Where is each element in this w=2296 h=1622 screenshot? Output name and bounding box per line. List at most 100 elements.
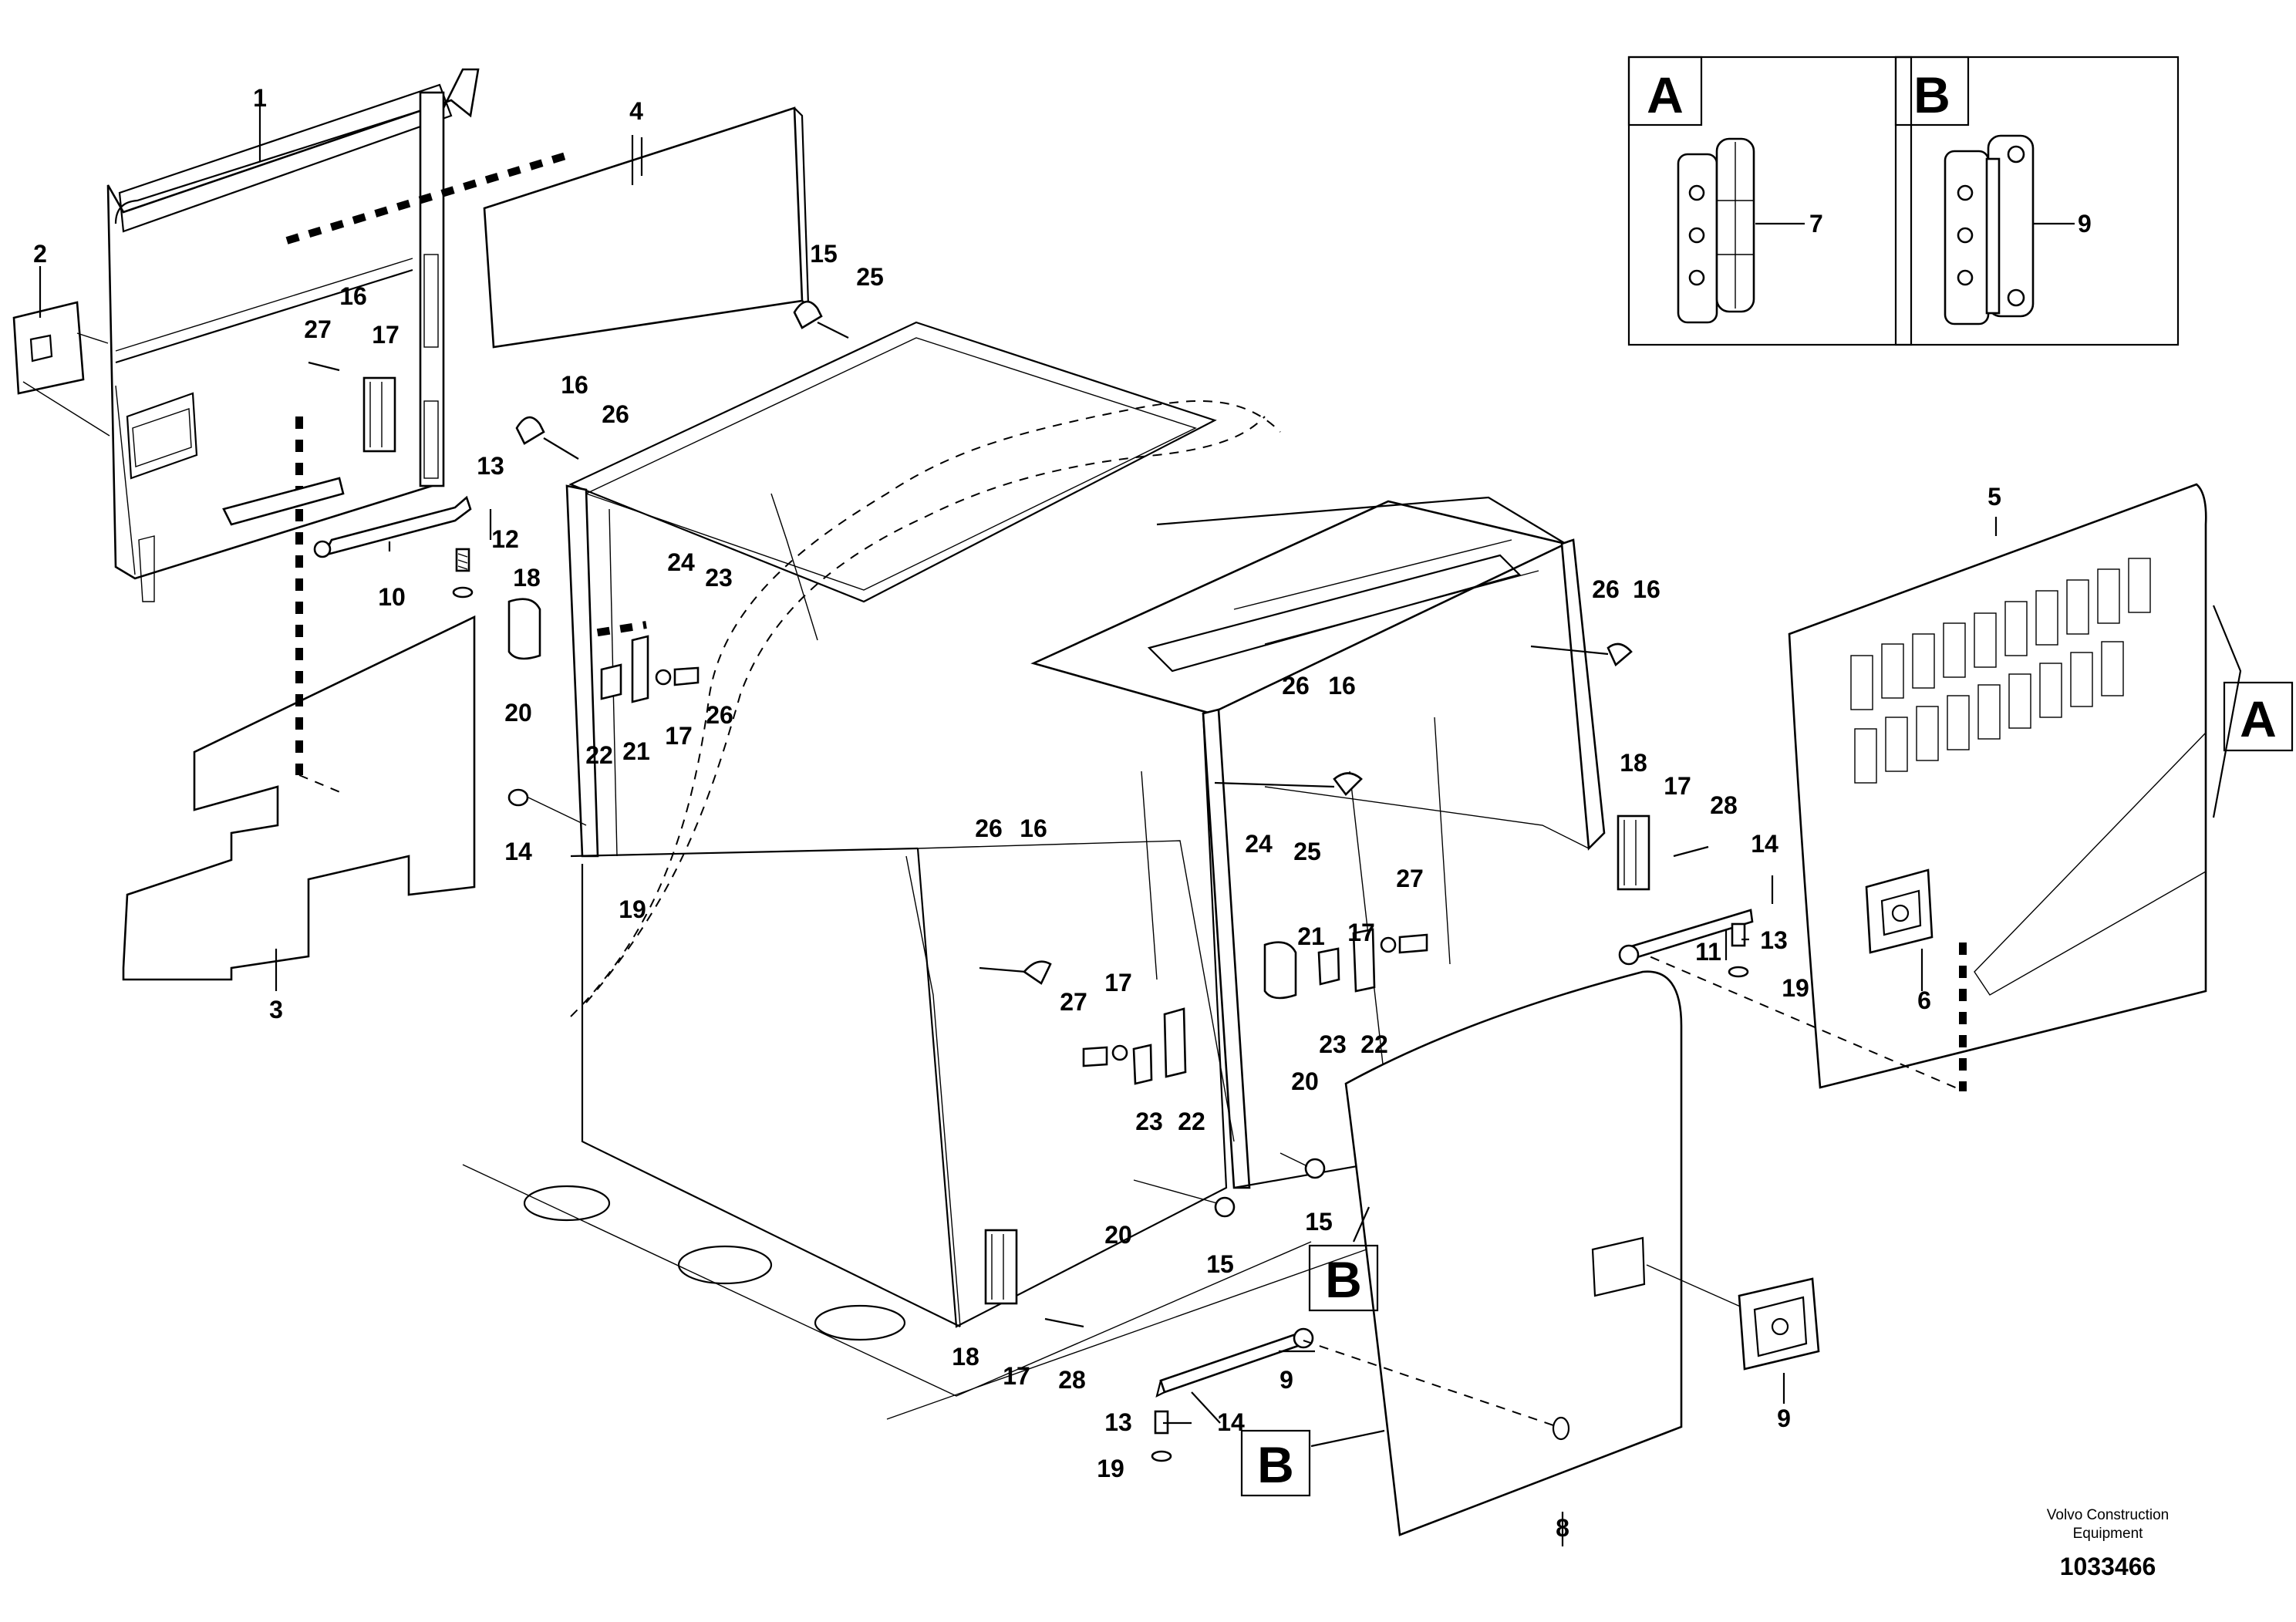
callout-18-bottom: 18: [952, 1343, 979, 1371]
spring-part-13-right: [1731, 922, 1746, 947]
handle-part-11: [222, 477, 472, 558]
callout-11: 10: [378, 583, 406, 611]
callout-27-left: 26: [706, 701, 733, 729]
callout-9-lock: 9: [1777, 1404, 1791, 1432]
side-panel-part-5: [1788, 483, 2207, 1089]
dash-lock-9: [1646, 1264, 1752, 1312]
footer: Volvo Construction Equipment 1033466: [2047, 1507, 2169, 1580]
callout-24-left: 23: [705, 564, 733, 592]
louvres-part-5: [1850, 558, 2151, 784]
callout-20-bottom: 20: [1104, 1221, 1132, 1249]
callout-26-mid: 26: [1282, 672, 1310, 700]
callout-14-left: 13: [477, 452, 504, 480]
callout-7: 7: [1809, 210, 1823, 238]
drawing-number: 1033466: [2060, 1553, 2156, 1580]
callout-16-mid: 16: [1328, 672, 1356, 700]
callout-12: 11: [1695, 938, 1721, 966]
callout-16-front: 16: [1020, 814, 1047, 842]
callout-20-mid: 20: [1291, 1067, 1319, 1095]
lock-part-9: [1738, 1277, 1820, 1371]
callout-17-bottom: 17: [1003, 1362, 1030, 1390]
lock-plate-part-2: [12, 266, 110, 437]
callout-13-right: 13: [1760, 926, 1788, 954]
callout-28-bottom: 28: [1058, 1366, 1086, 1394]
callout-26-front: 26: [975, 814, 1003, 842]
callout-27-front: 27: [1060, 988, 1087, 1016]
callout-15-mid: 15: [1206, 1250, 1234, 1278]
callout-25-left: 24: [667, 548, 695, 576]
detail-box-b: B 9: [1894, 56, 2180, 346]
callout-17-right: 17: [1664, 772, 1691, 800]
callout-28-right: 28: [1710, 791, 1738, 819]
handle-part-9: [1155, 1327, 1314, 1398]
callout-25-right: 25: [1293, 838, 1321, 865]
callout-8: 8: [1556, 1514, 1569, 1542]
callout-21-right: 21: [1297, 922, 1325, 950]
arrow-b-upper-letter: B: [1325, 1251, 1362, 1308]
callout-5: 5: [1988, 483, 2001, 511]
hardware-small-parts: [308, 300, 1709, 1328]
callout-24-right: 24: [1245, 830, 1273, 858]
detail-box-a: A 7: [1627, 56, 1913, 346]
company-name-line1: Volvo Construction: [2047, 1507, 2169, 1523]
dashed-outline: [570, 400, 1281, 1017]
callout-6: 6: [1917, 986, 1931, 1014]
callout-22-right: 22: [1360, 1030, 1388, 1058]
arrow-b-lower-letter: B: [1257, 1436, 1294, 1493]
callout-15-right: 15: [1305, 1208, 1333, 1236]
callout-18-door: 17: [372, 321, 400, 349]
callout-18-right: 18: [1620, 749, 1647, 777]
assembly-dash-right: [1634, 949, 1960, 1090]
washer-part-19-front: [1151, 1450, 1172, 1462]
callout-16-left: 16: [561, 371, 588, 399]
dash-handle-9: [1303, 1340, 1559, 1428]
hinge-b-drawing: [1944, 134, 2035, 325]
detail-box-a-letter: A: [1647, 66, 1684, 123]
callout-16-right: 16: [1633, 575, 1660, 603]
callout-23-right: 23: [1319, 1030, 1347, 1058]
callout-26-left: 26: [602, 400, 629, 428]
callout-19-left: 18: [513, 564, 541, 592]
callout-4: 4: [629, 97, 643, 125]
spring-part-13-left: [455, 548, 470, 572]
callout-27-mid: 27: [1396, 865, 1424, 892]
callout-1: 1: [253, 84, 267, 112]
callout-28-door: 27: [304, 315, 332, 343]
callout-13-front: 13: [1104, 1408, 1132, 1436]
dashed-outline-2: [585, 416, 1266, 1003]
panel-part-4: [483, 106, 810, 349]
leader-lines: [258, 104, 1998, 1546]
callout-23-front: 23: [1135, 1108, 1163, 1135]
detail-box-b-letter: B: [1913, 66, 1950, 123]
callout-19-right: 19: [1782, 974, 1809, 1002]
callout-16-top: 15: [810, 240, 838, 268]
callout-9-handle: 9: [1279, 1366, 1293, 1394]
handle-part-12: [1618, 909, 1754, 966]
callout-22-front: 22: [1178, 1108, 1205, 1135]
washer-part-19-right: [1728, 966, 1749, 978]
callout-26-right: 26: [1592, 575, 1620, 603]
lock-part-6: [1865, 868, 1934, 954]
callout-17-door: 16: [339, 282, 367, 310]
callout-10: 9: [2078, 210, 2092, 238]
callout-14-right: 14: [1751, 830, 1778, 858]
door-part-8: [1344, 970, 1683, 1536]
callout-21-left: 20: [504, 699, 532, 727]
arrow-marker-b-lower: B: [1240, 1429, 1385, 1497]
callout-14-front: 14: [1217, 1408, 1245, 1436]
arrow-a-letter: A: [2240, 690, 2277, 747]
floor-panel-part-3: [122, 615, 476, 981]
arrow-marker-b-upper: B: [1308, 1206, 1379, 1312]
callout-17-left: 17: [665, 722, 693, 750]
callout-13-left: 12: [491, 525, 519, 553]
washer-part-19-left: [452, 586, 474, 599]
callout-26-top: 25: [856, 263, 884, 291]
callout-17-front: 17: [1104, 969, 1132, 996]
callout-numbers: 1 2 3 4 5 6 8 9 9 10 11 12 13 13 13 14 1…: [33, 84, 2001, 1542]
callout-2: 2: [33, 240, 47, 268]
cab-frame: [462, 321, 1606, 1420]
callout-15-left: 14: [504, 838, 532, 865]
callout-23-left: 22: [585, 741, 613, 769]
callout-3: 3: [269, 996, 283, 1023]
